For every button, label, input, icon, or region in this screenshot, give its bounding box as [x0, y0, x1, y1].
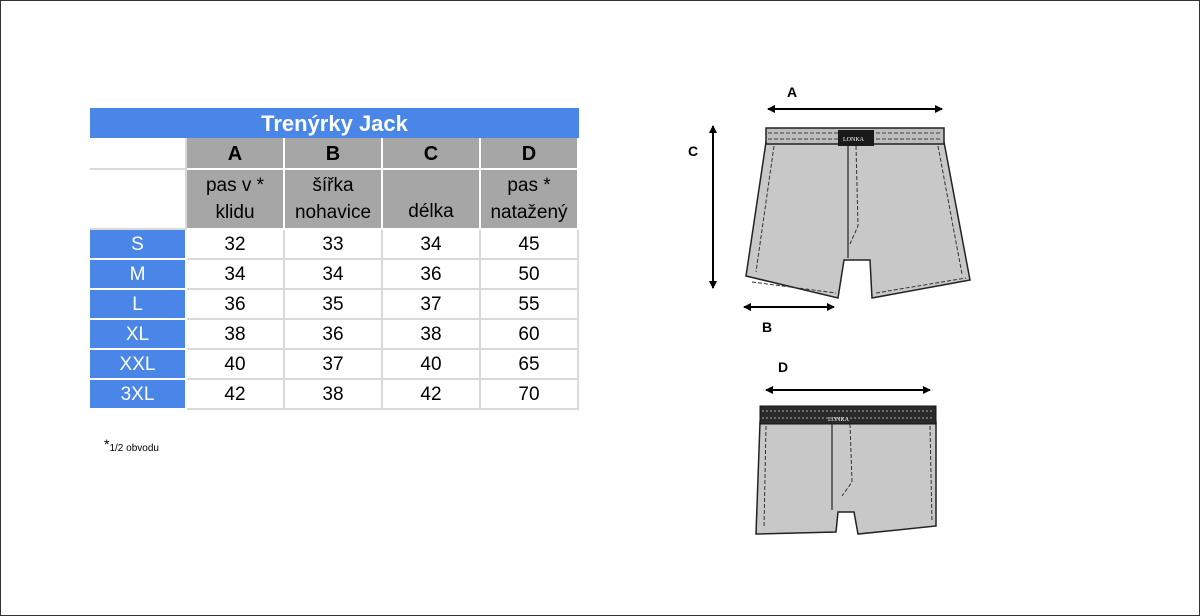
column-desc-line2: délka	[408, 201, 454, 222]
table-cell: 38	[187, 320, 285, 350]
table-row: 3XL 42 38 42 70	[90, 380, 579, 410]
size-label: S	[90, 230, 187, 260]
column-desc-c: délka	[383, 170, 481, 230]
size-label: XXL	[90, 350, 187, 380]
column-desc-a: pas v * klidu	[187, 170, 285, 230]
column-letter-b: B	[285, 138, 383, 170]
column-letter-d: D	[481, 138, 579, 170]
table-cell: 50	[481, 260, 579, 290]
footnote: *1/2 obvodu	[104, 434, 159, 454]
column-desc-line1: pas v *	[205, 174, 265, 196]
table-row: XL 38 36 38 60	[90, 320, 579, 350]
dimension-label-b: B	[762, 319, 772, 335]
table-cell: 33	[285, 230, 383, 260]
table-cell: 34	[187, 260, 285, 290]
table-cell: 36	[187, 290, 285, 320]
table-cell: 42	[187, 380, 285, 410]
column-letter-c: C	[383, 138, 481, 170]
dimension-label-d: D	[778, 359, 788, 375]
column-desc-line1: šířka	[312, 174, 354, 196]
table-cell: 37	[285, 350, 383, 380]
brand-label: LONKA	[828, 417, 850, 423]
shorts-diagram-front: A C B LONKA	[688, 84, 971, 335]
table-cell: 42	[383, 380, 481, 410]
corner-cell	[90, 138, 187, 170]
table-cell: 36	[383, 260, 481, 290]
table-title: Trenýrky Jack	[90, 108, 579, 138]
table-cell: 65	[481, 350, 579, 380]
column-desc-b: šířka nohavice	[285, 170, 383, 230]
size-label: L	[90, 290, 187, 320]
dimension-label-c: C	[688, 143, 698, 159]
table-cell: 55	[481, 290, 579, 320]
column-desc-line1: pas *	[507, 174, 551, 196]
size-label: 3XL	[90, 380, 187, 410]
shorts-illustration: LONKA	[745, 127, 971, 299]
corner-cell	[90, 170, 187, 230]
table-cell: 34	[285, 260, 383, 290]
table-row: L 36 35 37 55	[90, 290, 579, 320]
table-cell: 37	[383, 290, 481, 320]
column-desc-d: pas * natažený	[481, 170, 579, 230]
table-row: M 34 34 36 50	[90, 260, 579, 290]
table-cell: 60	[481, 320, 579, 350]
shorts-diagram-stretched: D LONKA	[755, 359, 937, 535]
dimension-label-a: A	[787, 84, 797, 100]
table-row: XXL 40 37 40 65	[90, 350, 579, 380]
column-letter-a: A	[187, 138, 285, 170]
column-desc-line2: natažený	[490, 201, 568, 223]
table-cell: 70	[481, 380, 579, 410]
table-cell: 34	[383, 230, 481, 260]
table-cell: 45	[481, 230, 579, 260]
table-cell: 38	[285, 380, 383, 410]
column-desc-line2: nohavice	[294, 201, 372, 223]
table-cell: 36	[285, 320, 383, 350]
table-cell: 38	[383, 320, 481, 350]
table-cell: 40	[187, 350, 285, 380]
table-cell: 35	[285, 290, 383, 320]
table-cell: 40	[383, 350, 481, 380]
footnote-text: 1/2 obvodu	[109, 443, 159, 454]
shorts-illustration: LONKA	[755, 405, 937, 535]
brand-label: LONKA	[843, 137, 865, 143]
table-cell: 32	[187, 230, 285, 260]
column-description-row: pas v * klidu šířka nohavice délka pas *…	[90, 170, 579, 230]
size-table: Trenýrky Jack A B C D pas v * klidu šířk…	[90, 108, 579, 410]
column-letter-row: A B C D	[90, 138, 579, 170]
column-desc-line2: klidu	[215, 201, 255, 223]
footnote-mark: *	[104, 436, 110, 452]
table-row: S 32 33 34 45	[90, 230, 579, 260]
size-label: M	[90, 260, 187, 290]
size-label: XL	[90, 320, 187, 350]
